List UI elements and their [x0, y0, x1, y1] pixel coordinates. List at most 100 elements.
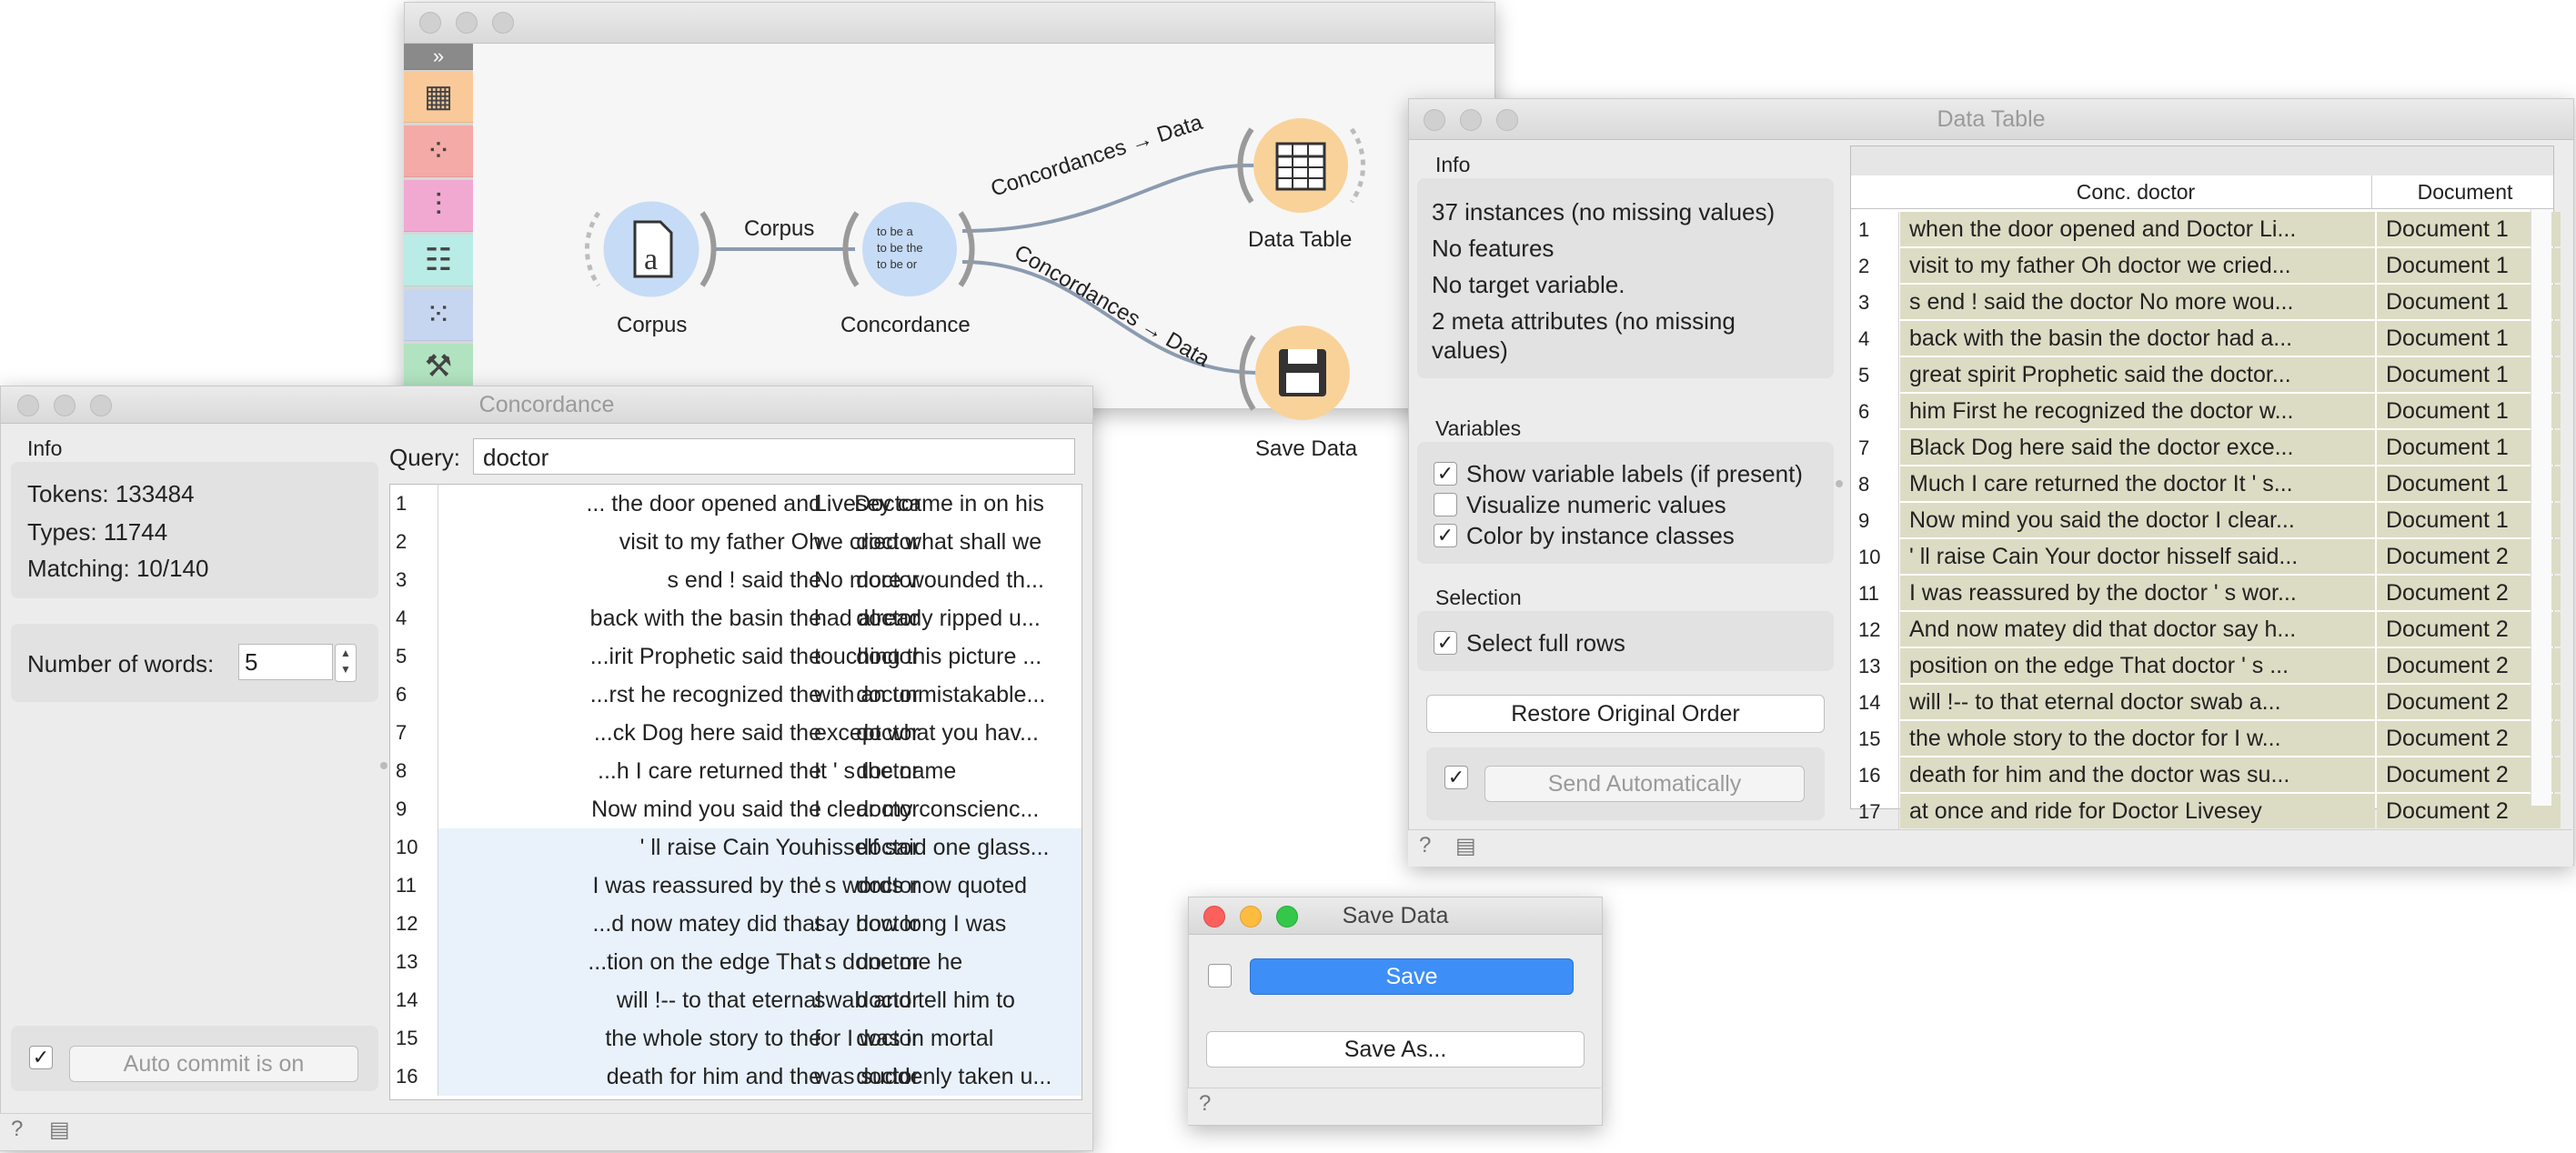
row-number: 17	[1851, 794, 1899, 830]
zoom-button[interactable]	[90, 395, 112, 416]
words-stepper[interactable]: ▲▼	[335, 644, 357, 682]
right-context: say how long I was	[814, 911, 1007, 937]
keyword: doctor	[856, 644, 920, 669]
right-context: we cried what shall we	[814, 529, 1042, 555]
query-input[interactable]: doctor	[473, 438, 1075, 475]
row-number: 3	[1851, 285, 1899, 321]
help-icon[interactable]: ?	[1419, 833, 1432, 857]
savedata-node-label[interactable]: Save Data	[1255, 436, 1358, 461]
number-of-words-input[interactable]: 5	[238, 644, 333, 680]
text-category-icon[interactable]: ⚒	[404, 344, 473, 390]
conc-cell: ' ll raise Cain Your doctor hisself said…	[1900, 539, 2375, 574]
splitter-handle[interactable]	[380, 762, 387, 769]
save-button[interactable]: Save	[1250, 958, 1574, 995]
add-type-checkbox[interactable]	[1208, 964, 1232, 988]
close-button[interactable]	[17, 395, 39, 416]
auto-commit-button[interactable]: Auto commit is on	[69, 1046, 358, 1082]
data-category-icon[interactable]: ▦	[404, 71, 473, 123]
visualize-numeric-checkbox[interactable]	[1434, 493, 1457, 516]
table-toolbar	[1851, 146, 2553, 175]
document-cell: Document 1	[2377, 285, 2561, 319]
color-classes-checkbox[interactable]: ✓	[1434, 524, 1457, 547]
send-automatically-button[interactable]: Send Automatically	[1484, 766, 1805, 802]
minimize-button[interactable]	[54, 395, 75, 416]
restore-order-button[interactable]: Restore Original Order	[1426, 695, 1825, 733]
report-icon[interactable]: ▤	[49, 1118, 70, 1142]
unsupervised-category-icon[interactable]: ⁙	[404, 289, 473, 341]
conc-cell: him First he recognized the doctor w...	[1900, 394, 2375, 428]
zoom-button[interactable]	[492, 12, 514, 34]
minimize-button[interactable]	[1460, 109, 1482, 131]
auto-commit-checkbox[interactable]: ✓	[29, 1046, 53, 1069]
close-button[interactable]	[419, 12, 441, 34]
left-context: will !-- to that eternal	[616, 988, 821, 1013]
datatable-node-label[interactable]: Data Table	[1248, 227, 1353, 252]
minimize-button[interactable]	[456, 12, 478, 34]
help-icon[interactable]: ?	[1199, 1091, 1212, 1116]
column-header[interactable]: Document	[2417, 180, 2513, 204]
data-table-scrollbar[interactable]	[2531, 209, 2551, 806]
report-icon[interactable]: ▤	[1455, 834, 1476, 858]
zoom-button[interactable]	[1276, 906, 1298, 927]
model-category-icon[interactable]: ⫶	[404, 180, 473, 232]
save-as-button[interactable]: Save As...	[1206, 1031, 1585, 1068]
column-header[interactable]: Conc. doctor	[1900, 175, 2372, 208]
visualize-category-icon[interactable]: ⁘	[404, 125, 473, 177]
evaluate-category-icon[interactable]: ☷	[404, 235, 473, 286]
right-context: with an unmistakable...	[814, 682, 1046, 707]
splitter-handle[interactable]	[1836, 480, 1843, 487]
close-button[interactable]	[1424, 109, 1445, 131]
row-number: 2	[390, 523, 438, 561]
table-row[interactable]: 10' ll raise Cain Your doctor hisself sa…	[1851, 539, 2561, 576]
left-context: the whole story to the	[605, 1026, 821, 1051]
select-full-rows-checkbox[interactable]: ✓	[1434, 631, 1457, 655]
window-title: Concordance	[478, 392, 615, 417]
help-icon[interactable]: ?	[11, 1117, 24, 1141]
close-button[interactable]	[1203, 906, 1225, 927]
types-count: Types: 11744	[27, 518, 168, 546]
row-number: 8	[1851, 466, 1899, 503]
concordance-node-label[interactable]: Concordance	[840, 313, 971, 337]
corpus-node-label[interactable]: Corpus	[617, 313, 688, 337]
send-auto-checkbox[interactable]: ✓	[1444, 766, 1468, 789]
show-labels-checkbox[interactable]: ✓	[1434, 462, 1457, 486]
toolbox-expand-icon[interactable]: »	[404, 44, 473, 70]
minimize-button[interactable]	[1240, 906, 1262, 927]
table-header: Conc. doctor Document	[1851, 175, 2553, 209]
zoom-button[interactable]	[1496, 109, 1518, 131]
